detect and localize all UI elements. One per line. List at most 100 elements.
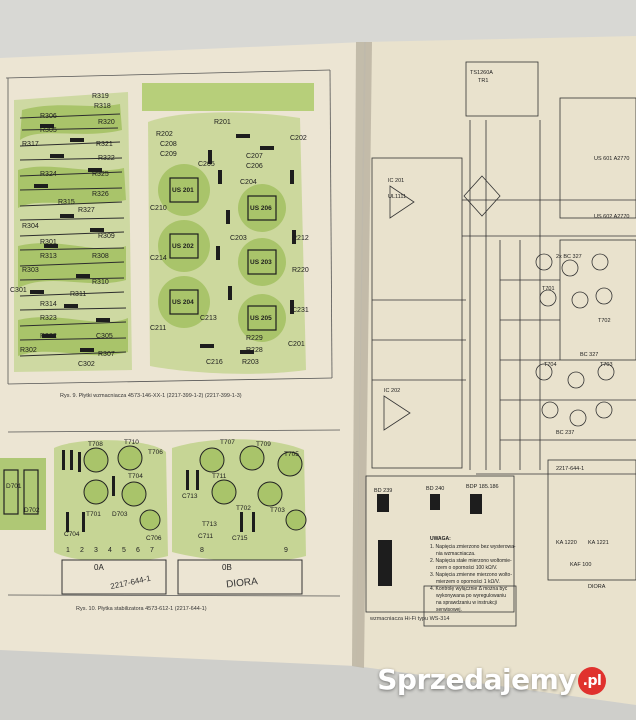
part-US601: US 601 A2770: [594, 156, 629, 162]
label-US202: US 202: [172, 243, 194, 250]
label-C203: C203: [230, 235, 247, 242]
uwaga-line-10: serwisowej.: [436, 607, 462, 613]
label-R303: R303: [22, 267, 39, 274]
label-US206: US 206: [250, 205, 272, 212]
label-R301: R301: [40, 239, 57, 246]
part-BC327: BC 327: [580, 352, 598, 358]
part-T704: T704: [544, 362, 557, 368]
right-page: [356, 36, 636, 705]
label-R322: R322: [98, 155, 115, 162]
label-C231: C231: [292, 307, 309, 314]
pcb-board-3: [0, 440, 168, 595]
watermark-text: Sprzedajemy: [377, 663, 576, 696]
pin-7: 7: [150, 547, 154, 554]
label-C207: C207: [246, 153, 263, 160]
schematic: [365, 61, 636, 627]
label-C202: C202: [290, 135, 307, 142]
part-IC201: IC 201: [388, 178, 404, 184]
part-BDP185: BDP 185.186: [466, 484, 499, 490]
label-R306: R306: [40, 113, 57, 120]
label-R319: R319: [92, 93, 109, 100]
watermark: Sprzedajemy.pl: [377, 663, 606, 696]
part-US602: US 602 A2770: [594, 214, 629, 220]
label-C201: C201: [288, 341, 305, 348]
pin-2: 2: [80, 547, 84, 554]
uwaga-line-9: na sprawdzaniu w instrukcji: [436, 600, 497, 606]
part-KAF100: KAF 100: [570, 562, 591, 568]
label-C301: C301: [10, 287, 27, 294]
watermark-dot-badge: .pl: [578, 667, 606, 695]
label-C711: C711: [198, 533, 213, 540]
label-R309: R309: [98, 233, 115, 240]
label-R311: R311: [70, 291, 86, 298]
label-C206: C206: [246, 163, 263, 170]
pcb-board-1: [14, 92, 132, 372]
label-R313: R313: [40, 253, 57, 260]
label-C208: C208: [160, 141, 177, 148]
label-T710: T710: [124, 439, 139, 446]
label-US201: US 201: [172, 187, 194, 194]
part-TS1260A: TS1260A: [470, 70, 493, 76]
pcb-board-4: [172, 439, 307, 595]
label-R317: R317: [22, 141, 39, 148]
label-R305: R305: [40, 127, 57, 134]
part-T702: T702: [598, 318, 611, 324]
label-R202: R202: [156, 131, 173, 138]
part-BC237: BC 237: [556, 430, 574, 436]
label-C302: C302: [78, 361, 95, 368]
label-R318: R318: [94, 103, 111, 110]
label-C204: C204: [240, 179, 257, 186]
label-US204: US 204: [172, 299, 194, 306]
right-bottom-caption: wzmacniacza Hi-Fi typu WS-314: [369, 616, 449, 622]
label-C214: C214: [150, 255, 167, 262]
uwaga-line-3: 2. Napięcia stałe mierzono woltomie-: [430, 558, 512, 564]
label-D703: D703: [112, 511, 128, 518]
board-label-2217: 2217-644-1: [110, 574, 152, 591]
label-R320: R320: [98, 119, 115, 126]
part-T703: T703: [600, 362, 613, 368]
label-US203: US 203: [250, 259, 272, 266]
uwaga-line-6: mierzem o oporności 1 kΩ/V.: [436, 579, 500, 585]
label-C704: C704: [64, 531, 80, 538]
label-R321: R321: [96, 141, 113, 148]
pin-6: 6: [136, 547, 140, 554]
label-T703: T703: [270, 507, 285, 514]
pcb-board-2: [148, 112, 306, 374]
label-R212: R212: [292, 235, 309, 242]
label-C713: C713: [182, 493, 198, 500]
part-DIORA: DIORA: [588, 584, 606, 590]
uwaga-line-1: 1. Napięcia zmierzono bez wysterowa-: [430, 544, 516, 550]
part-UL1111: UL1111: [388, 194, 406, 200]
label-C715: C715: [232, 535, 248, 542]
part-BD239: BD 239: [374, 488, 392, 494]
label-R326: R326: [92, 191, 109, 198]
label-T705: T705: [284, 451, 299, 458]
label-R315: R315: [58, 199, 75, 206]
pin-5: 5: [122, 547, 126, 554]
label-C209: C209: [160, 151, 177, 158]
label-T707: T707: [220, 439, 235, 446]
uwaga-line-8: wykonywana po wyregulowaniu: [436, 593, 506, 599]
section-0B: 0B: [222, 563, 232, 572]
label-C706: C706: [146, 535, 162, 542]
pin-9: 9: [284, 547, 288, 554]
part-IC202: IC 202: [384, 388, 400, 394]
pin-1: 1: [66, 547, 70, 554]
board-label-diora: DIORA: [226, 576, 259, 590]
part-2217: 2217-644-1: [556, 466, 584, 472]
label-R307: R307: [98, 351, 115, 358]
section-0A: 0A: [94, 563, 104, 572]
part-T701: T701: [542, 286, 555, 292]
label-R314: R314: [40, 301, 57, 308]
label-R308: R308: [92, 253, 109, 260]
label-T709: T709: [256, 441, 271, 448]
label-T701: T701: [86, 511, 101, 518]
label-R229: R229: [246, 335, 263, 342]
fig9-caption: Rys. 9. Płytki wzmacniacza 4573-146-XX-1…: [60, 393, 242, 399]
label-R228: R228: [246, 347, 263, 354]
label-T708: T708: [88, 441, 103, 448]
uwaga-line-4: rzem o oporności 100 kΩ/V.: [436, 565, 497, 571]
pin-8: 8: [200, 547, 204, 554]
label-D701: D701: [6, 483, 22, 490]
